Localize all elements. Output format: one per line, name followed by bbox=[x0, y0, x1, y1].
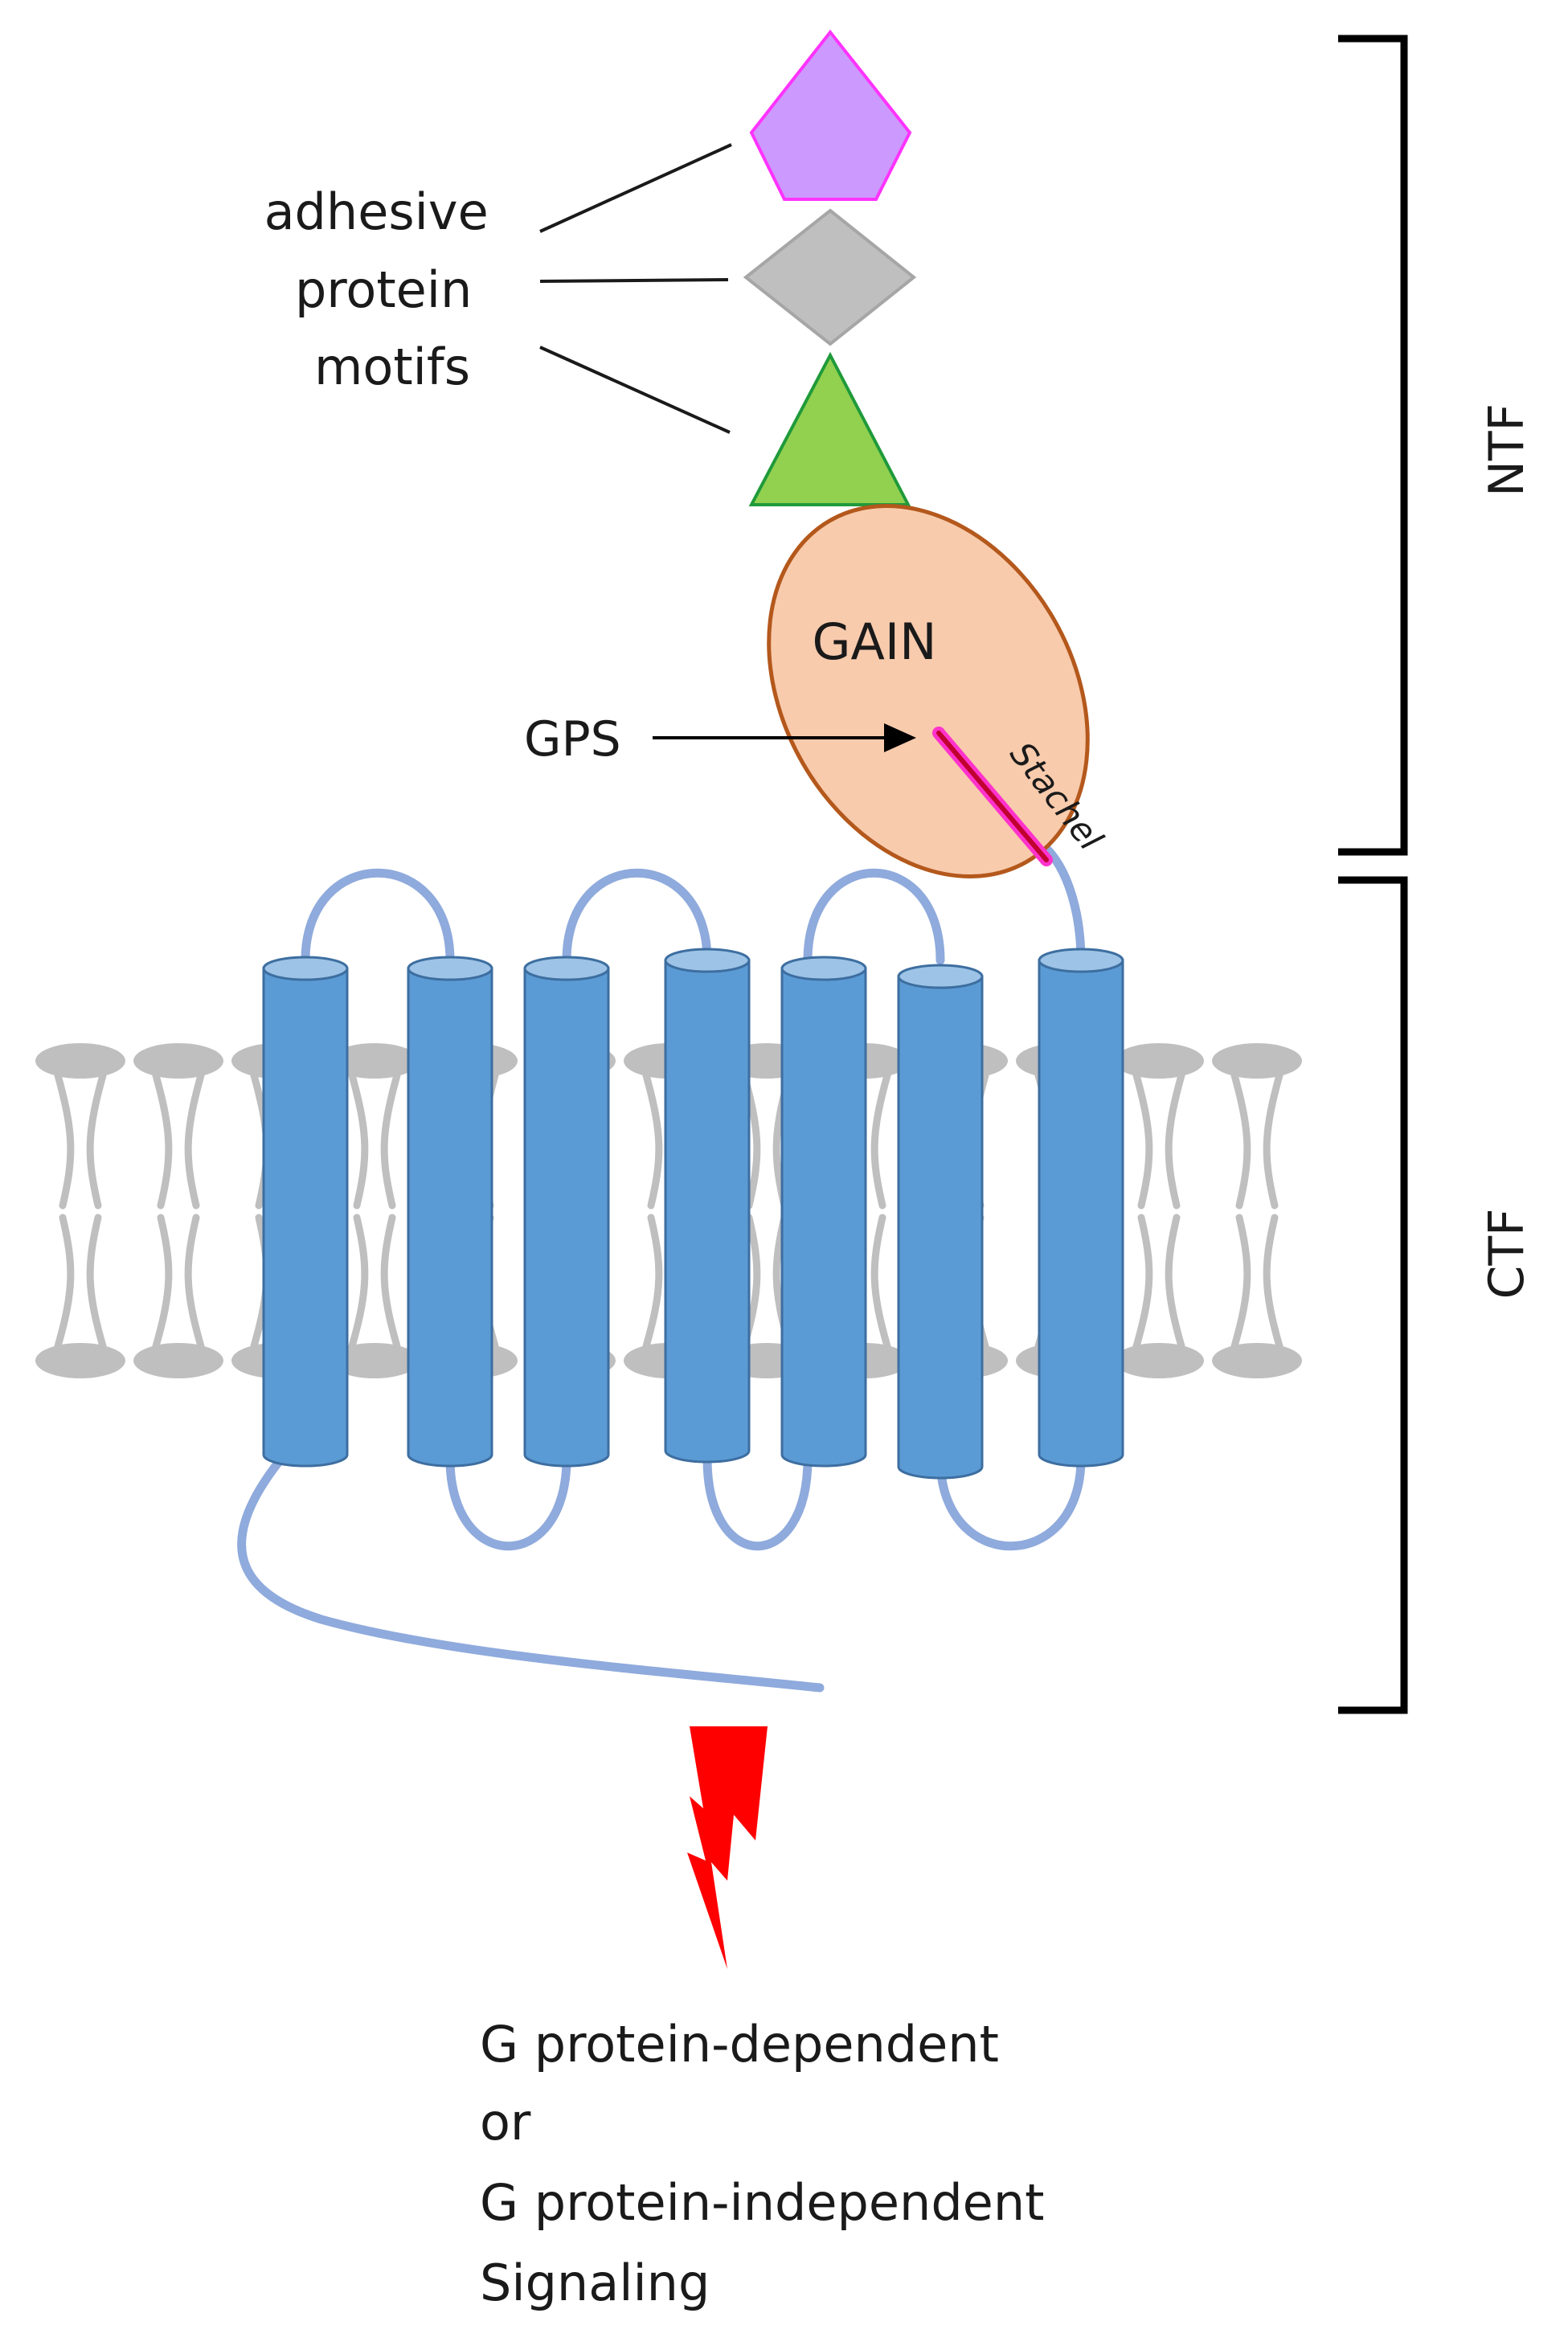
transmembrane-helix-3 bbox=[523, 956, 610, 1468]
lipid-molecule bbox=[1212, 1043, 1302, 1378]
extracellular-loop-2 bbox=[562, 868, 712, 965]
gain-label: GAIN bbox=[812, 612, 936, 671]
motif-pointer-lines bbox=[539, 143, 732, 434]
lipid-molecule bbox=[35, 1043, 125, 1378]
lipid-molecule bbox=[330, 1043, 420, 1378]
transmembrane-helix-5 bbox=[780, 956, 867, 1468]
extracellular-loop-3 bbox=[803, 868, 945, 965]
protein-loops bbox=[237, 841, 1086, 1693]
brackets bbox=[1338, 35, 1408, 1714]
diamond-motif-icon bbox=[743, 208, 917, 346]
ntf-bracket bbox=[1338, 35, 1408, 856]
ctf-bracket bbox=[1338, 876, 1408, 1714]
arrow-right-icon bbox=[884, 723, 916, 752]
ntf-linker bbox=[1038, 841, 1086, 965]
transmembrane-helix-2 bbox=[407, 956, 493, 1468]
transmembrane-helix-6 bbox=[897, 964, 984, 1480]
lipid-molecule bbox=[1114, 1043, 1204, 1378]
signaling-label: G protein-dependent or G protein-indepen… bbox=[480, 2015, 1060, 2312]
intracellular-loop-3 bbox=[935, 1454, 1086, 1551]
intracellular-loop-1 bbox=[445, 1454, 571, 1551]
gps-label: GPS bbox=[524, 711, 621, 768]
pentagon-motif-icon bbox=[749, 29, 912, 201]
transmembrane-helix-1 bbox=[262, 956, 349, 1468]
lightning-bolt-icon bbox=[687, 1726, 768, 1969]
transmembrane-helix-4 bbox=[664, 948, 751, 1464]
transmembrane-helices bbox=[262, 948, 1124, 1480]
transmembrane-helix-7 bbox=[1038, 948, 1124, 1468]
gain-domain bbox=[767, 504, 1090, 878]
triangle-motif-icon bbox=[748, 351, 911, 506]
stachel-inner bbox=[936, 731, 1049, 862]
intracellular-loop-2 bbox=[702, 1454, 813, 1551]
adhesive-motifs-label: adhesive protein motifs bbox=[264, 182, 505, 396]
extracellular-loop-1 bbox=[301, 868, 455, 965]
c-terminal-tail bbox=[237, 1454, 825, 1693]
lipid-molecule bbox=[133, 1043, 223, 1378]
ctf-label: CTF bbox=[1479, 1208, 1535, 1299]
ntf-label: NTF bbox=[1479, 403, 1535, 497]
